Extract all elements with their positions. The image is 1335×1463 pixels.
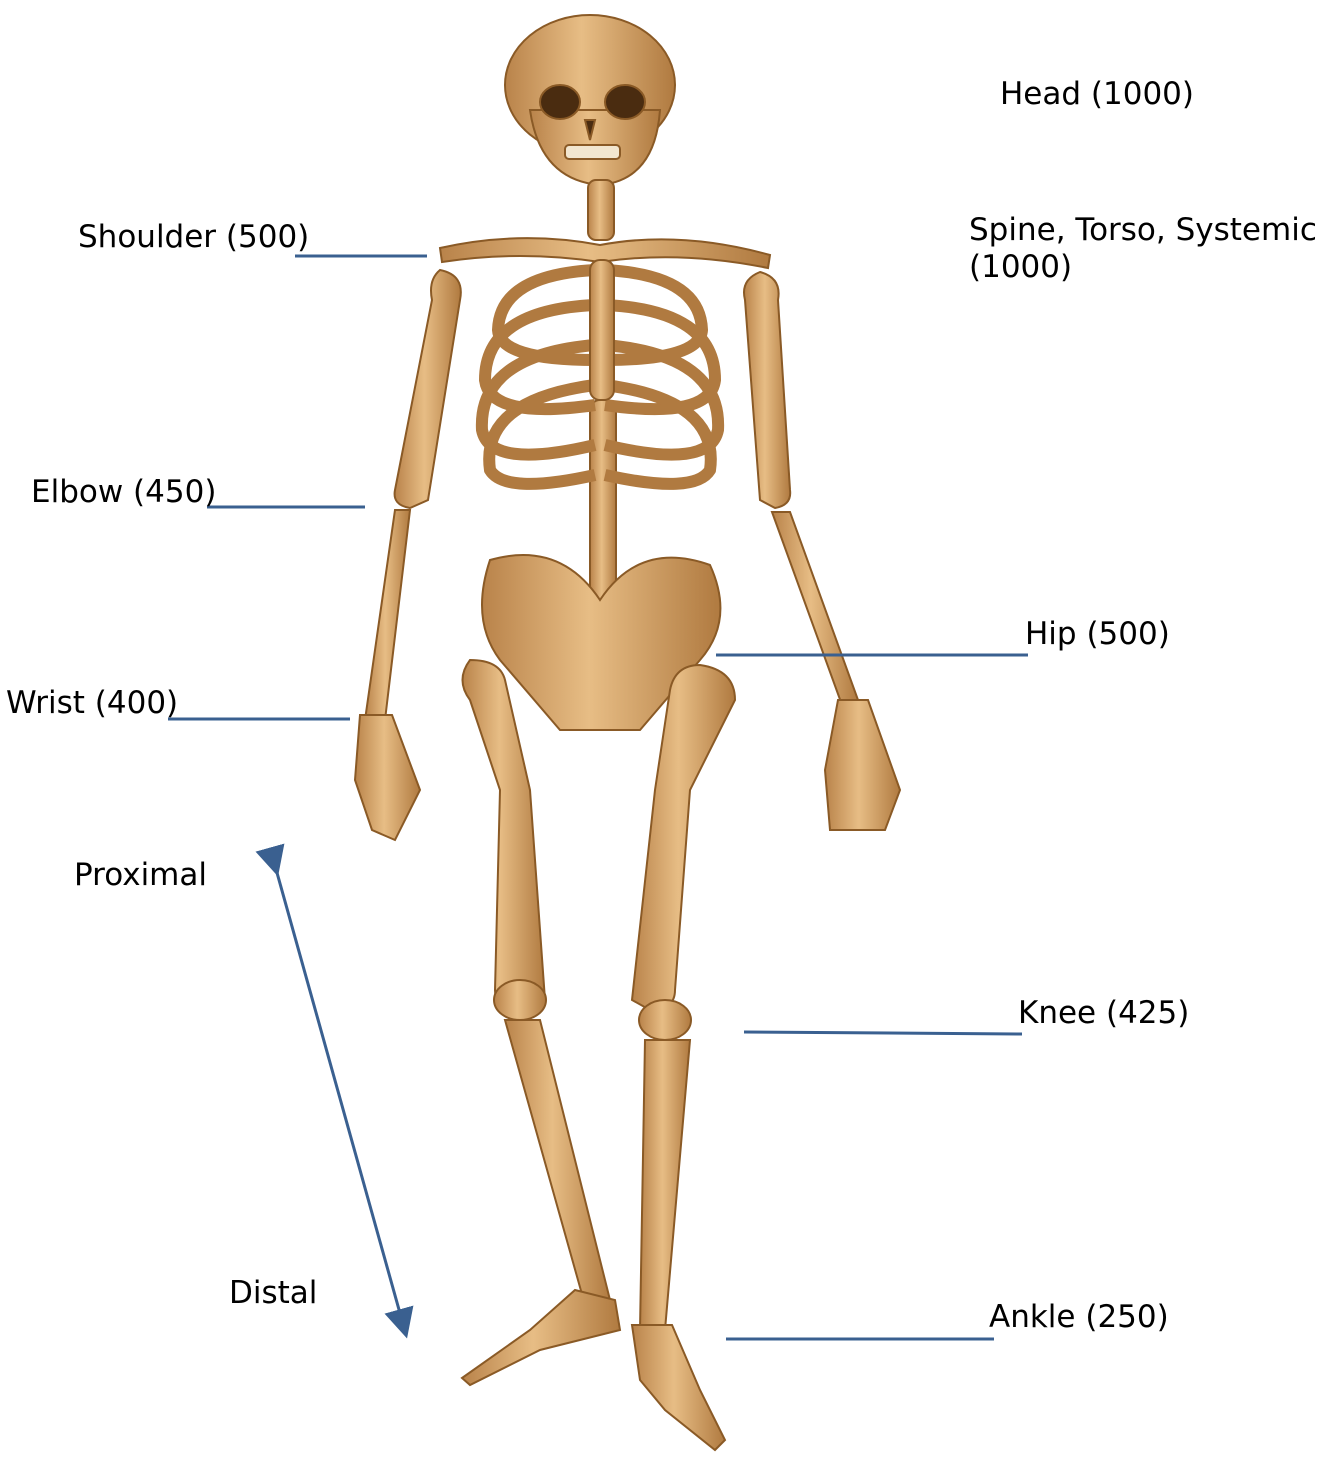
skull xyxy=(505,15,675,185)
left-hand xyxy=(355,715,420,840)
right-lower-leg xyxy=(640,1040,690,1330)
knee-label: Knee (425) xyxy=(1018,995,1189,1032)
left-foot xyxy=(462,1290,620,1385)
proximal-distal-arrow xyxy=(274,862,403,1324)
elbow-label: Elbow (450) xyxy=(31,474,216,511)
left-patella xyxy=(494,980,546,1020)
right-patella xyxy=(639,1000,691,1040)
shoulder-label: Shoulder (500) xyxy=(78,219,309,256)
right-hand xyxy=(825,700,900,830)
head-label: Head (1000) xyxy=(1000,76,1194,113)
knee-leader-line xyxy=(744,1032,1022,1034)
spine-label: Spine, Torso, Systemic (1000) xyxy=(969,212,1335,286)
distal-label: Distal xyxy=(229,1275,317,1312)
ankle-label: Ankle (250) xyxy=(989,1299,1169,1336)
wrist-label: Wrist (400) xyxy=(6,685,178,722)
right-foot xyxy=(632,1325,725,1450)
left-forearm xyxy=(365,510,410,720)
proximal-label: Proximal xyxy=(74,857,207,894)
right-humerus xyxy=(744,272,790,508)
left-lower-leg xyxy=(505,1020,610,1305)
sternum xyxy=(590,260,614,400)
left-humerus xyxy=(395,270,461,508)
skeleton-figure xyxy=(355,15,900,1450)
left-femur xyxy=(463,660,546,1010)
hip-label: Hip (500) xyxy=(1025,616,1170,653)
right-forearm xyxy=(772,512,858,705)
